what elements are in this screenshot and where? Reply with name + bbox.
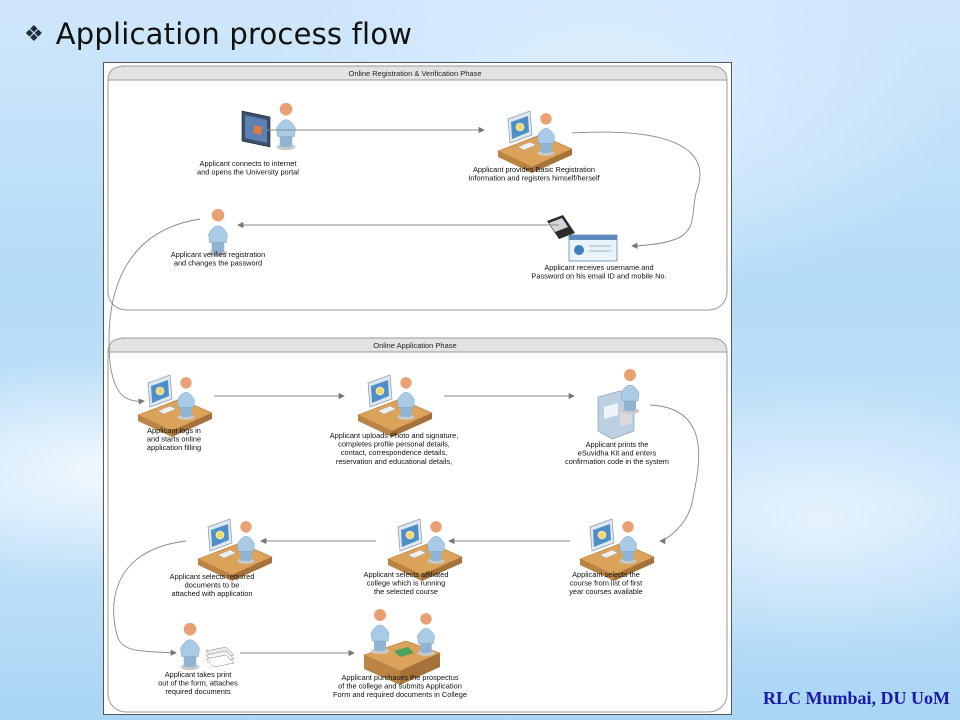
step-caption: and starts online	[147, 435, 201, 444]
step-illustration-icon	[137, 374, 213, 437]
step-caption: application filling	[147, 443, 201, 452]
step-illustration-icon	[197, 518, 273, 581]
step-caption: and opens the University portal	[197, 168, 299, 177]
step-caption: completes profile personal details,	[338, 440, 450, 449]
step-caption: college which is running	[367, 579, 445, 588]
step-caption: out of the form, attaches	[158, 679, 238, 688]
footer-credit: RLC Mumbai, DU UoM	[763, 688, 950, 708]
step-caption: Form and required documents in College	[333, 690, 467, 699]
diamond-bullet-icon: ❖	[24, 21, 44, 47]
step-caption: Password on his email ID and mobile No.	[531, 272, 666, 281]
flow-arrow	[108, 218, 201, 405]
step-caption: Applicant uploads Photo and signature,	[330, 431, 459, 440]
step-illustration-icon	[357, 374, 433, 437]
step-caption: confirmation code in the system	[565, 457, 669, 466]
slide-title-text: Application process flow	[55, 17, 413, 51]
flow-arrow	[571, 131, 701, 249]
step-caption: Applicant logs in	[147, 426, 201, 435]
step-caption: of the college and submits Application	[338, 682, 462, 691]
step-caption: Applicant verifies registration	[171, 250, 265, 259]
step-illustration-icon	[180, 622, 235, 671]
step-caption: Applicant provides Basic Registration	[473, 165, 595, 174]
step-caption: Applicant selects required	[170, 572, 255, 581]
step-illustration-icon	[241, 102, 296, 151]
step-illustration-icon	[597, 369, 640, 440]
step-illustration-icon	[579, 518, 655, 581]
step-illustration-icon	[363, 609, 441, 685]
flow-arrow	[113, 540, 187, 656]
step-caption: and changes the password	[174, 259, 262, 268]
process-flow-svg: Online Registration & Verification Phase…	[107, 65, 728, 713]
phase-label: Online Registration & Verification Phase	[349, 69, 482, 78]
step-illustration-icon	[497, 110, 573, 173]
step-caption: Applicant selects affiliated	[364, 570, 449, 579]
step-caption: Applicant selects the	[572, 570, 640, 579]
step-caption: attached with application	[172, 589, 253, 598]
step-caption: Applicant prints the	[586, 440, 649, 449]
step-caption: eSuvidha Kit and enters	[578, 449, 657, 458]
process-step: Applicant uploads Photo and signature,co…	[330, 374, 459, 466]
step-caption: year courses available	[569, 587, 643, 596]
step-caption: Applicant takes print	[165, 670, 232, 679]
step-caption: Information and registers himself/hersel…	[468, 174, 600, 183]
process-flow-diagram: Online Registration & Verification Phase…	[103, 62, 732, 715]
step-caption: reservation and educational details,	[336, 457, 452, 466]
step-caption: Applicant connects to internet	[200, 159, 297, 168]
step-caption: Applicant purchases the prospectus	[341, 673, 458, 682]
step-illustration-icon	[547, 215, 618, 262]
step-illustration-icon	[208, 208, 228, 257]
process-step: Applicant provides Basic RegistrationInf…	[468, 110, 601, 183]
phase-label: Online Application Phase	[373, 341, 456, 350]
step-illustration-icon	[387, 518, 463, 581]
step-caption: the selected course	[374, 587, 438, 596]
step-caption: required documents	[165, 687, 231, 696]
step-caption: documents to be	[185, 581, 240, 590]
slide-title: ❖ Application process flow	[24, 14, 412, 54]
process-step: Applicant receives username andPassword …	[531, 215, 667, 281]
step-caption: Applicant receives username and	[544, 263, 653, 272]
step-caption: course from list of first	[570, 579, 642, 588]
step-caption: contact, correspondence details,	[341, 448, 447, 457]
flow-arrow	[649, 404, 700, 545]
